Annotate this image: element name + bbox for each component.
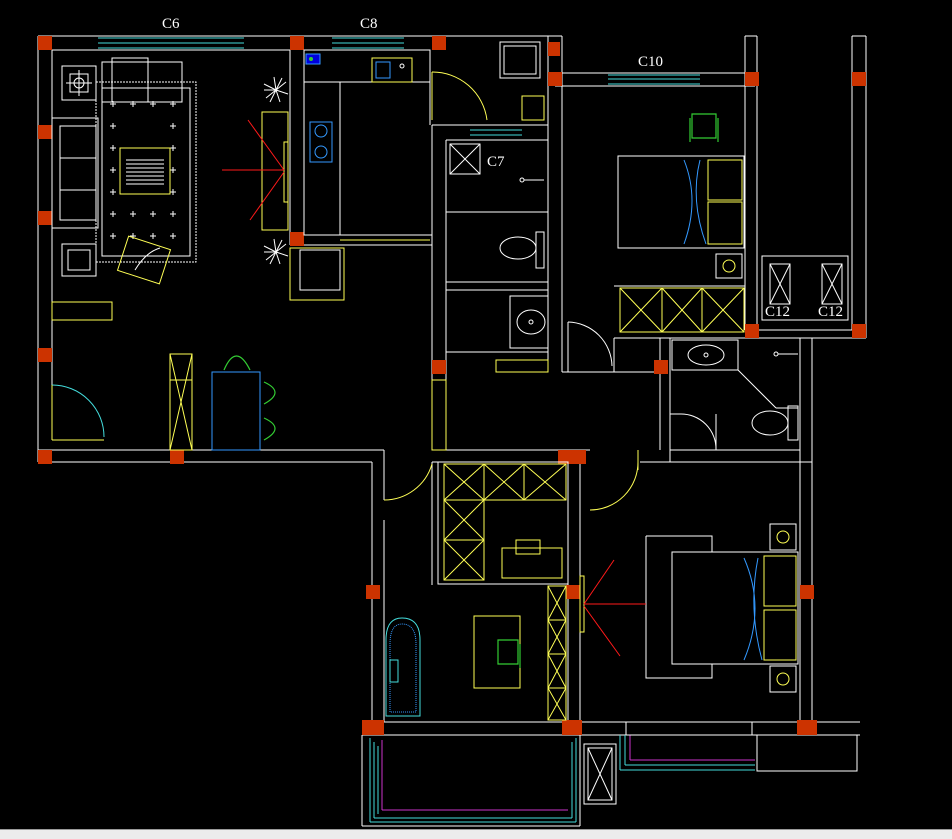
bedroom-door — [679, 413, 717, 451]
column — [797, 720, 817, 735]
coffee-table — [119, 147, 171, 195]
bed — [617, 155, 745, 249]
column — [654, 360, 668, 374]
tv-sightlines — [583, 559, 646, 657]
label-c12-left: C12 — [765, 304, 790, 320]
column — [362, 720, 384, 735]
columns — [38, 36, 866, 735]
desk-chair — [691, 113, 717, 139]
label-c8: C8 — [360, 16, 378, 32]
label-c7: C7 — [487, 154, 505, 170]
wardrobe — [619, 287, 745, 333]
column — [800, 585, 814, 599]
bed — [671, 551, 799, 665]
bedroom-bottom — [579, 523, 799, 693]
column — [38, 125, 52, 139]
column — [366, 585, 380, 599]
column — [290, 232, 304, 246]
laundry-box — [521, 95, 545, 121]
balcony-right-box — [625, 721, 858, 772]
nightstand — [715, 253, 743, 279]
dining-chair — [223, 355, 251, 371]
column — [432, 36, 446, 50]
desk-chair — [497, 639, 519, 665]
study-desk — [473, 615, 521, 689]
sink-icon — [371, 57, 413, 83]
column — [558, 450, 586, 464]
wardrobe-grid — [443, 463, 567, 501]
column — [548, 42, 560, 56]
column — [170, 450, 184, 464]
bath-door — [567, 321, 613, 367]
label-c6: C6 — [162, 16, 180, 32]
column — [562, 720, 582, 735]
column — [548, 72, 562, 86]
dining-table — [211, 371, 261, 451]
kitchen-door — [431, 71, 488, 121]
bathroom-right — [671, 339, 799, 441]
study-wardrobe — [385, 461, 617, 805]
plant-icon — [263, 76, 289, 103]
kitchen-counter — [303, 49, 431, 83]
display-cabinet — [169, 353, 193, 451]
desk — [501, 547, 563, 579]
column — [38, 36, 52, 50]
rug-pattern — [110, 101, 176, 239]
column — [432, 360, 446, 374]
bookshelf — [547, 585, 567, 721]
column — [38, 450, 52, 464]
bedroom2-door — [589, 461, 639, 511]
tv-sightlines — [222, 119, 285, 221]
dining-chair — [263, 417, 276, 441]
bench — [51, 301, 113, 321]
window-labels: C6 C8 C10 C7 C12 C12 — [162, 16, 843, 320]
toilet-icon — [535, 231, 545, 269]
tv-screen — [283, 141, 289, 203]
label-c12-right: C12 — [818, 304, 843, 320]
column — [852, 324, 866, 338]
balcony-cabinet — [583, 743, 617, 805]
plant-icon — [263, 238, 289, 265]
stove-icon — [309, 121, 333, 163]
shower-tray — [449, 143, 481, 175]
column — [852, 72, 866, 86]
column — [745, 72, 759, 86]
corridor-door — [383, 463, 433, 501]
kitchen-counter-side — [303, 81, 341, 236]
balcony-rail — [381, 735, 755, 811]
wash-basin — [671, 339, 739, 371]
bedroom-top — [617, 113, 849, 333]
c12-cabinet — [761, 255, 849, 321]
nightstand — [769, 665, 797, 693]
wash-basin — [509, 295, 549, 349]
label-c10: C10 — [638, 54, 663, 70]
storage-unit — [289, 247, 345, 301]
toilet-icon — [787, 405, 799, 441]
column — [290, 36, 304, 50]
nightstand — [769, 523, 797, 551]
kitchen — [303, 49, 431, 241]
column — [566, 585, 580, 599]
doors — [51, 71, 717, 511]
entry-door — [51, 384, 105, 438]
sofa — [51, 117, 99, 229]
dining-chair — [263, 381, 276, 405]
lounge-chair — [116, 235, 172, 285]
side-table-bottom — [61, 243, 97, 277]
windows — [98, 37, 755, 823]
tv-screen — [579, 575, 585, 633]
column — [38, 348, 52, 362]
column — [745, 324, 759, 338]
chaise-lounge — [385, 617, 421, 717]
bathroom-top — [431, 41, 549, 451]
living-room — [51, 57, 345, 451]
status-bar — [0, 829, 952, 839]
column — [38, 211, 52, 225]
outer-walls — [37, 35, 867, 827]
shower-cabin — [499, 41, 541, 79]
rug — [95, 81, 197, 263]
